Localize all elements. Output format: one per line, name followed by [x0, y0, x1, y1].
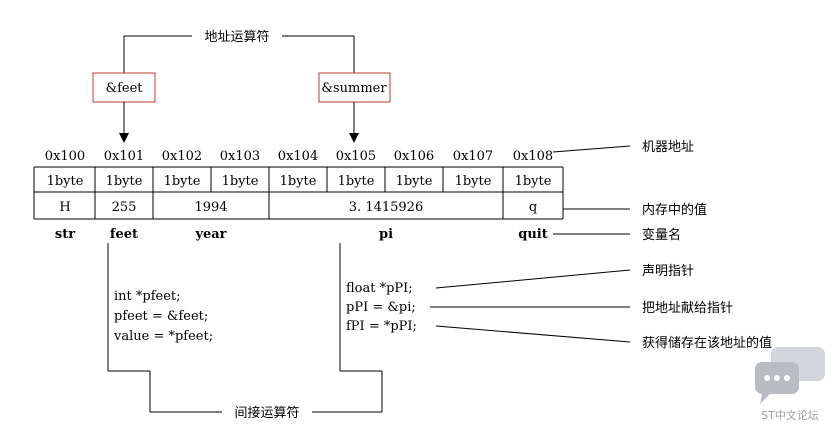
size-cell: 1byte [396, 174, 433, 189]
indirection-bracket [107, 243, 383, 413]
address-cell: 0x105 [336, 149, 376, 164]
var-name-label: 变量名 [642, 227, 681, 243]
value-cell-quit: q [529, 200, 537, 215]
address-operator-label: 地址运算符 [204, 29, 269, 45]
machine-address-label: 机器地址 [642, 140, 694, 155]
size-cell: 1byte [515, 174, 552, 189]
var-name-quit: quit [518, 227, 548, 242]
address-cell: 0x107 [453, 149, 493, 164]
size-cell: 1byte [164, 174, 201, 189]
size-cell: 1byte [106, 174, 143, 189]
code-line: fPI = *pPI; [346, 319, 417, 334]
left-code-block: int *pfeet; pfeet = &feet; value = *pfee… [113, 289, 213, 344]
address-operator-bracket [123, 35, 355, 73]
code-line: pPI = &pi; [346, 300, 416, 315]
machine-address-pointer-line [552, 145, 631, 153]
size-row: 1byte 1byte 1byte 1byte 1byte 1byte 1byt… [47, 174, 552, 189]
watermark-text: ST中文论坛 [761, 408, 819, 422]
size-cell: 1byte [455, 174, 492, 189]
address-cell: 0x102 [162, 149, 202, 164]
value-row: H 255 1994 3. 1415926 q [59, 200, 537, 215]
value-cell-year: 1994 [194, 200, 227, 215]
var-name-year: year [194, 227, 226, 242]
code-line: int *pfeet; [114, 289, 181, 304]
address-row: 0x100 0x101 0x102 0x103 0x104 0x105 0x10… [45, 149, 553, 164]
get-value-line [435, 325, 631, 343]
arrow-summer [349, 102, 359, 143]
summer-operator-text: &summer [321, 81, 387, 96]
size-cell: 1byte [47, 174, 84, 189]
address-cell: 0x100 [45, 149, 85, 164]
get-value-label: 获得储存在该地址的值 [642, 335, 772, 351]
declare-pointer-label: 声明指针 [642, 264, 694, 279]
right-code-block: float *pPI; pPI = &pi; fPI = *pPI; [346, 281, 417, 334]
memory-value-label: 内存中的值 [642, 202, 707, 218]
assign-address-label: 把地址献给指针 [642, 301, 733, 316]
address-cell: 0x108 [513, 149, 553, 164]
var-name-str: str [55, 227, 75, 242]
var-name-feet: feet [110, 227, 138, 242]
size-cell: 1byte [338, 174, 375, 189]
address-cell: 0x104 [278, 149, 318, 164]
value-cell-feet: 255 [112, 200, 137, 215]
memory-table [33, 166, 564, 220]
value-cell-pi: 3. 1415926 [349, 200, 423, 215]
code-line: float *pPI; [346, 281, 413, 296]
address-cell: 0x106 [394, 149, 434, 164]
var-name-pi: pi [379, 227, 393, 242]
size-cell: 1byte [280, 174, 317, 189]
declare-pointer-line [435, 269, 631, 289]
arrow-feet [119, 102, 129, 143]
feet-operator-box [92, 72, 156, 103]
feet-operator-text: &feet [106, 81, 144, 96]
code-line: value = *pfeet; [113, 329, 213, 344]
code-line: pfeet = &feet; [114, 309, 208, 324]
size-cell: 1byte [222, 174, 259, 189]
address-cell: 0x103 [220, 149, 260, 164]
value-cell-str: H [59, 200, 70, 215]
name-row: str feet year pi quit [55, 227, 548, 242]
forum-logo-icon [755, 347, 825, 404]
address-cell: 0x101 [104, 149, 144, 164]
indirection-operator-label: 间接运算符 [234, 405, 299, 421]
